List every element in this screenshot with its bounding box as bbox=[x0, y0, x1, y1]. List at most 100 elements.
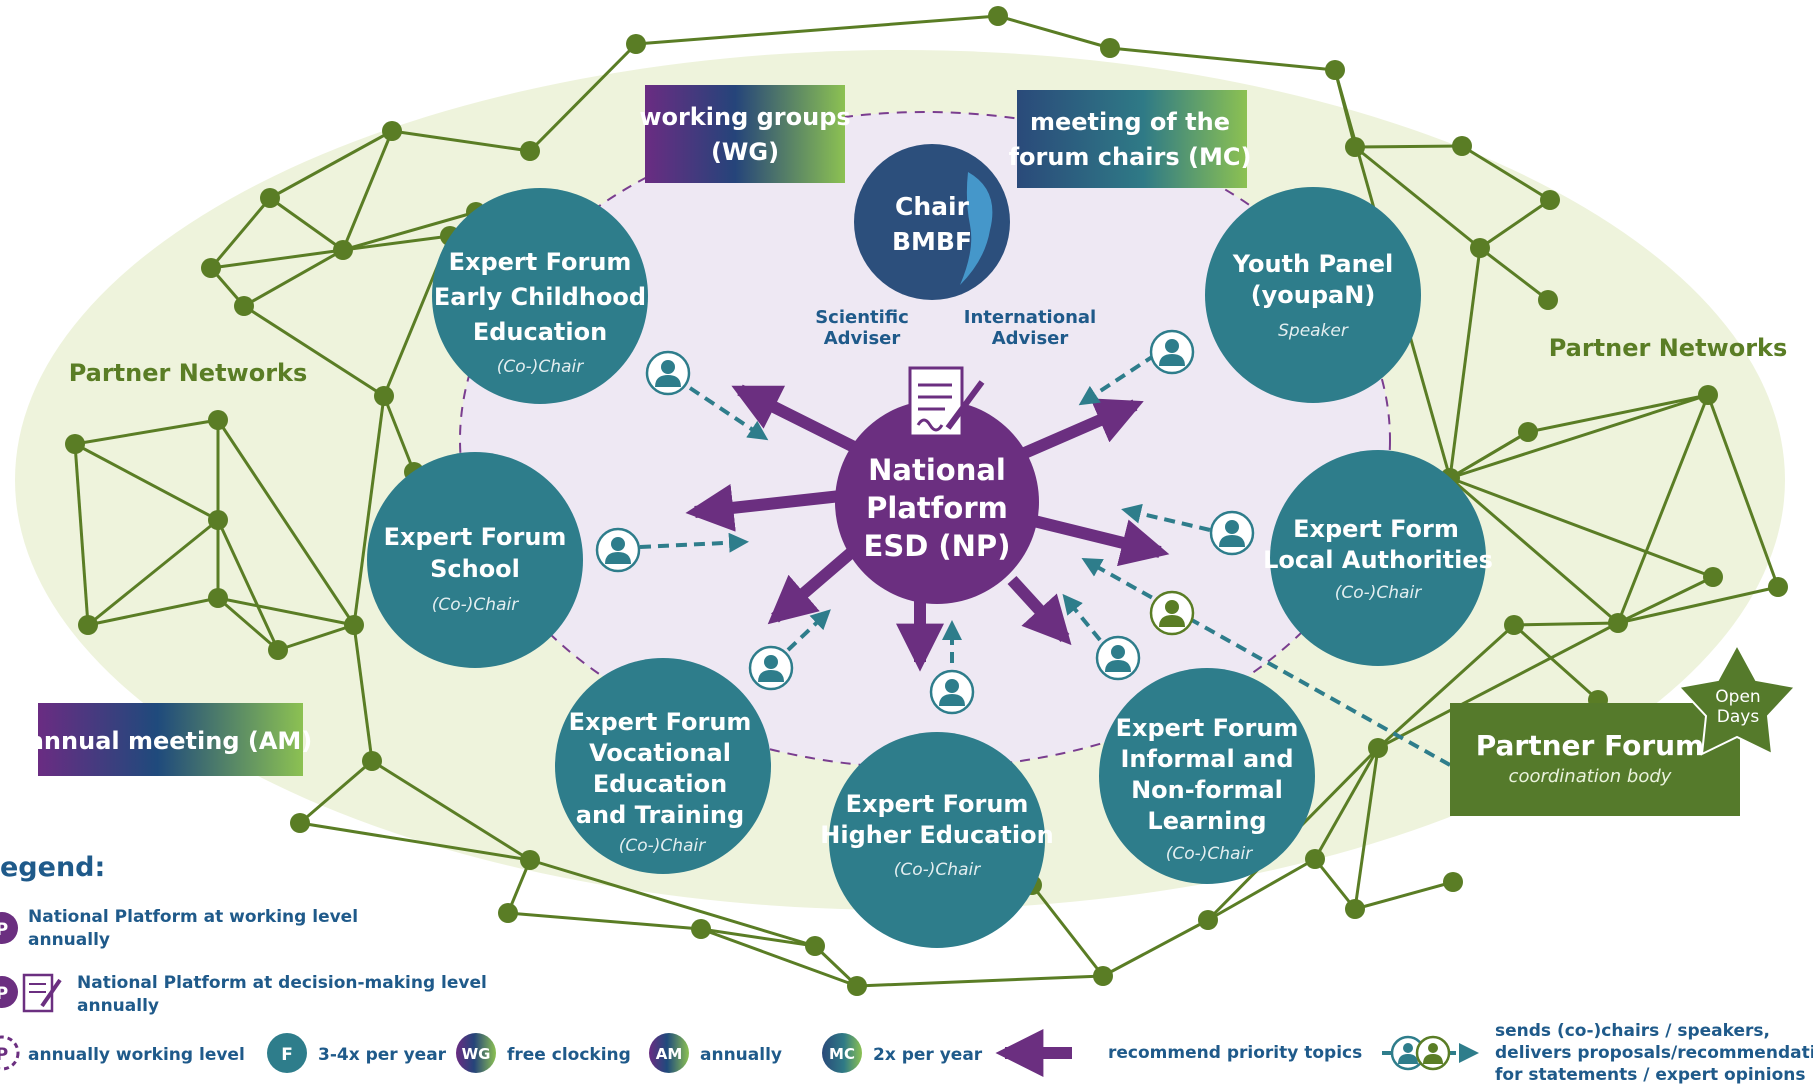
network-node bbox=[1703, 567, 1723, 587]
network-edge bbox=[1513, 621, 1619, 627]
network-node bbox=[1325, 60, 1345, 80]
annual-meeting-box: annual meeting (AM) bbox=[28, 703, 312, 776]
partner-network-graph bbox=[73, 14, 1780, 988]
network-node bbox=[260, 188, 280, 208]
network-edge bbox=[391, 129, 531, 153]
forum-title: Expert Forum bbox=[1116, 714, 1299, 742]
network-node bbox=[847, 976, 867, 996]
working-groups-box: working groups (WG) bbox=[639, 85, 851, 183]
network-edge bbox=[1513, 623, 1599, 702]
network-edge bbox=[382, 395, 416, 473]
network-edge bbox=[1376, 623, 1516, 750]
legend-annual-working-text: annually working level bbox=[28, 1045, 245, 1065]
network-node bbox=[1504, 615, 1524, 635]
legend-document-icon bbox=[22, 973, 62, 1013]
legend-np-working-text-2: annually bbox=[28, 930, 110, 950]
network-edge bbox=[1449, 393, 1709, 480]
network-node bbox=[1768, 577, 1788, 597]
network-node bbox=[362, 751, 382, 771]
legend-mc-badge bbox=[822, 1033, 862, 1073]
network-edge bbox=[1313, 747, 1380, 860]
legend-am-text: annually bbox=[700, 1045, 782, 1065]
legend-np-decision-text: National Platform at decision-making lev… bbox=[77, 973, 487, 993]
network-edge bbox=[1449, 476, 1714, 579]
network-node bbox=[1305, 849, 1325, 869]
network-node bbox=[208, 410, 228, 430]
network-node bbox=[78, 615, 98, 635]
network-node bbox=[333, 240, 353, 260]
network-edge bbox=[210, 248, 344, 270]
network-edge bbox=[216, 419, 356, 626]
network-edge bbox=[217, 596, 279, 652]
forum-role: (Co-)Chair bbox=[497, 357, 584, 377]
partner-forum-person-icon bbox=[1149, 590, 1195, 636]
forum-title: Expert Forum bbox=[384, 523, 567, 551]
forum-role: (Co-)Chair bbox=[432, 595, 519, 615]
network-edge bbox=[507, 911, 702, 931]
legend: egend: P National Platform at working le… bbox=[0, 852, 1813, 1085]
network-edge bbox=[1354, 145, 1481, 250]
open-days-label: Open bbox=[1715, 687, 1760, 707]
network-node bbox=[208, 588, 228, 608]
working-groups-abbr: (WG) bbox=[711, 138, 779, 166]
network-edge bbox=[1617, 575, 1714, 625]
forum-role: (Co-)Chair bbox=[619, 836, 706, 856]
chair-label: Chair bbox=[895, 192, 970, 221]
forum-title: Expert Forum bbox=[449, 248, 632, 276]
forum-title-2: Vocational bbox=[589, 739, 731, 767]
network-node bbox=[1368, 738, 1388, 758]
legend-person-icons bbox=[1390, 1035, 1451, 1071]
partner-networks-right-label: Partner Networks bbox=[1549, 334, 1788, 362]
network-edge bbox=[243, 304, 385, 398]
person-icon bbox=[1095, 635, 1141, 681]
legend-np-decision-text-2: annually bbox=[77, 996, 159, 1016]
legend-wg-text: free clocking bbox=[507, 1045, 631, 1065]
network-edge bbox=[87, 596, 219, 627]
partner-forum-subtitle: coordination body bbox=[1509, 766, 1672, 787]
person-icon bbox=[1209, 510, 1255, 556]
forum-title-3: Education bbox=[593, 770, 727, 798]
eagle-icon bbox=[960, 172, 993, 285]
network-edge bbox=[1354, 144, 1463, 149]
svg-text:P: P bbox=[0, 984, 8, 1004]
network-node bbox=[1608, 613, 1628, 633]
network-node bbox=[65, 434, 85, 454]
network-node bbox=[1452, 136, 1472, 156]
network-edge bbox=[1313, 858, 1357, 910]
network-edge bbox=[342, 234, 451, 252]
scientific-adviser-label-2: Adviser bbox=[824, 328, 901, 349]
network-edge bbox=[299, 821, 531, 862]
network-node bbox=[520, 850, 540, 870]
document-signing-icon bbox=[908, 366, 985, 438]
forum-title-2: Informal and bbox=[1120, 745, 1293, 773]
network-edge bbox=[1353, 747, 1380, 910]
network-edge bbox=[528, 42, 638, 153]
network-node bbox=[374, 386, 394, 406]
network-edge bbox=[1030, 884, 1105, 977]
network-node bbox=[1093, 966, 1113, 986]
legend-title: egend: bbox=[0, 852, 105, 883]
network-node bbox=[1100, 38, 1120, 58]
network-edge bbox=[1616, 394, 1710, 624]
legend-sends-text-3: for statements / expert opinions bbox=[1495, 1065, 1806, 1084]
legend-mc-text: 2x per year bbox=[873, 1045, 983, 1065]
svg-text:AM: AM bbox=[656, 1045, 683, 1063]
forum-title-3: Education bbox=[473, 318, 607, 346]
working-groups-label: working groups bbox=[639, 103, 850, 131]
meeting-forum-chairs-box: meeting of the forum chairs (MC) bbox=[1009, 90, 1251, 188]
legend-annual-working-badge bbox=[0, 1035, 20, 1071]
youth-panel-title-2: (youpaN) bbox=[1251, 281, 1376, 309]
network-node bbox=[805, 936, 825, 956]
forum-vocational: Expert Forum Vocational Education and Tr… bbox=[555, 658, 771, 874]
network-edge bbox=[1448, 247, 1482, 479]
legend-sends-text: sends (co-)chairs / speakers, bbox=[1495, 1021, 1770, 1041]
legend-sends-text-2: delivers proposals/recommendations bbox=[1495, 1043, 1813, 1063]
network-node bbox=[1540, 190, 1560, 210]
forum-title-2: Higher Education bbox=[820, 821, 1053, 849]
network-edge bbox=[1102, 918, 1209, 978]
chair-org-label: BMBF bbox=[892, 227, 972, 256]
legend-forum-text: 3-4x per year bbox=[318, 1045, 447, 1065]
forum-role: (Co-)Chair bbox=[1335, 583, 1422, 603]
person-icon bbox=[1149, 329, 1195, 375]
